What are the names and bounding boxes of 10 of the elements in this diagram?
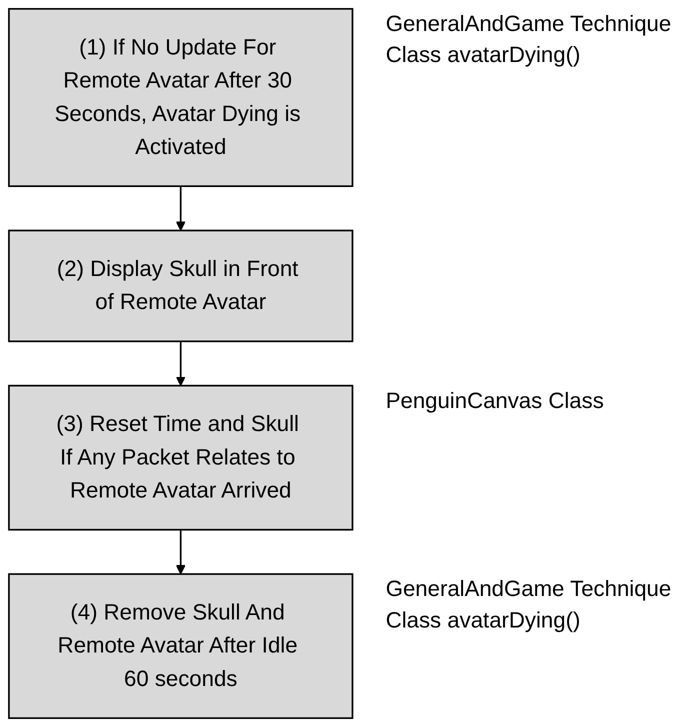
class-annotation: GeneralAndGame Technique Class avatarDying() bbox=[386, 11, 672, 70]
node-box: (3) Reset Time and Skull If Any Packet Relates to Remote Avatar Arrived bbox=[8, 384, 354, 531]
node-box: (2) Display Skull in Front of Remote Avatar bbox=[8, 230, 354, 342]
arrow bbox=[176, 341, 186, 386]
class-annotation: PenguinCanvas Class bbox=[386, 388, 605, 416]
class-annotation: GeneralAndGame Technique Class avatarDying() bbox=[386, 576, 672, 635]
node-box: (1) If No Update For Remote Avatar After 30 Seconds, Avatar Dying is Activated bbox=[8, 8, 354, 188]
node-box: (4) Remove Skull And Remote Avatar After Idle 60 seconds bbox=[8, 573, 354, 719]
arrow bbox=[176, 530, 186, 574]
arrow bbox=[176, 186, 186, 231]
